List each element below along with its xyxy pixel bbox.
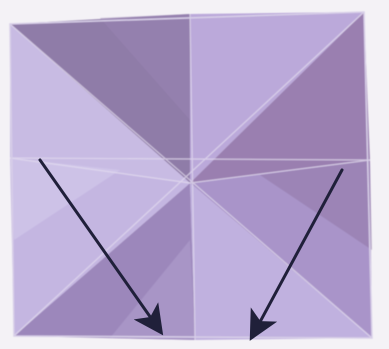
paper-square	[10, 12, 372, 340]
